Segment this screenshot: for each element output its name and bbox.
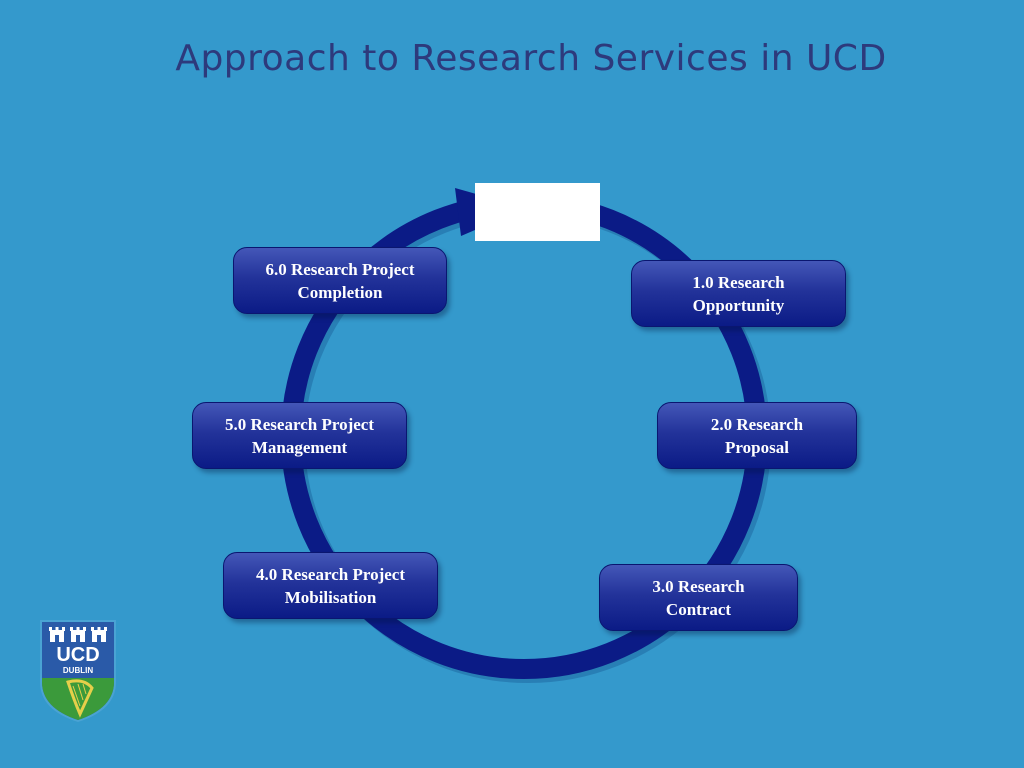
step-research-opportunity[interactable]: 1.0 Research Opportunity — [631, 260, 846, 327]
step-research-proposal[interactable]: 2.0 Research Proposal — [657, 402, 857, 469]
step-label: 5.0 Research Project Management — [224, 414, 374, 457]
slide-title: Approach to Research Services in UCD — [175, 38, 887, 79]
step-label: 3.0 Research Contract — [652, 576, 745, 619]
step-research-project-completion[interactable]: 6.0 Research Project Completion — [233, 247, 447, 314]
step-research-project-mobilisation[interactable]: 4.0 Research Project Mobilisation — [223, 552, 438, 619]
step-research-contract[interactable]: 3.0 Research Contract — [599, 564, 798, 631]
ucd-logo: UCD DUBLIN — [40, 620, 116, 722]
white-label-box — [475, 183, 600, 241]
step-label: 1.0 Research Opportunity — [692, 272, 785, 315]
step-label: 6.0 Research Project Completion — [265, 259, 415, 302]
step-label: 2.0 Research Proposal — [710, 414, 804, 457]
logo-text-dublin: DUBLIN — [63, 666, 93, 675]
logo-text-ucd: UCD — [56, 644, 99, 666]
step-label: 4.0 Research Project Mobilisation — [255, 564, 405, 607]
step-research-project-management[interactable]: 5.0 Research Project Management — [192, 402, 407, 469]
